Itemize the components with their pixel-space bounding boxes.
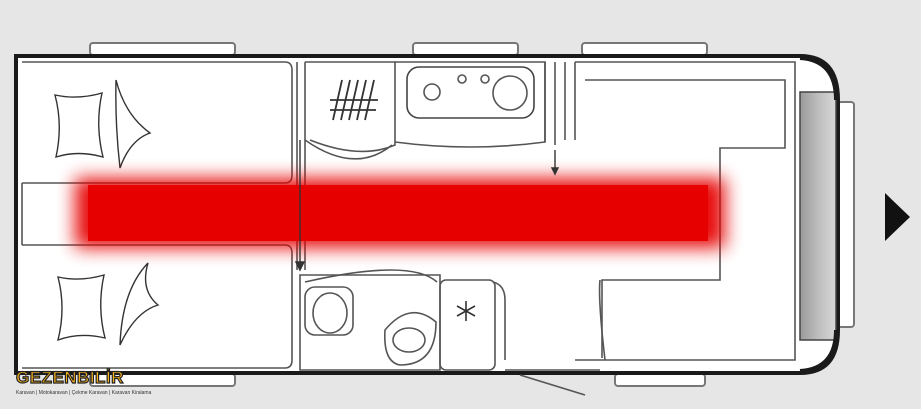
front-window <box>837 101 855 328</box>
basin <box>383 311 437 366</box>
entry-door <box>519 374 586 396</box>
pillows <box>54 79 160 346</box>
fridge <box>439 279 496 371</box>
dinette-top <box>575 61 796 361</box>
pillow-4 <box>119 262 160 346</box>
watermark-brand: GEZENBILİR <box>15 367 124 387</box>
highlight-band <box>88 185 708 241</box>
windows <box>89 42 855 387</box>
watermark-logo: GEZENBILİR Karavan | Motokaravan | Çekme… <box>12 366 151 402</box>
snowflake-icon <box>456 301 476 321</box>
pillow-1 <box>54 91 104 159</box>
pillow-3 <box>57 273 106 342</box>
watermark-tagline: Karavan | Motokaravan | Çekme Karavan | … <box>16 390 152 396</box>
window-top-mid <box>412 42 519 56</box>
wardrobe <box>305 61 396 153</box>
window-bottom-right <box>614 373 706 387</box>
hanger-lines <box>330 79 378 121</box>
kitchen-sink <box>406 66 535 119</box>
toilet <box>304 286 354 336</box>
arrow-right-icon <box>885 193 910 241</box>
pillow-2 <box>115 79 152 169</box>
window-top-right <box>581 42 708 56</box>
walkway-arrows <box>294 140 560 272</box>
window-top-left <box>89 42 236 56</box>
washroom <box>299 274 441 371</box>
front-panel <box>799 91 837 341</box>
kitchen-counter <box>394 61 546 148</box>
